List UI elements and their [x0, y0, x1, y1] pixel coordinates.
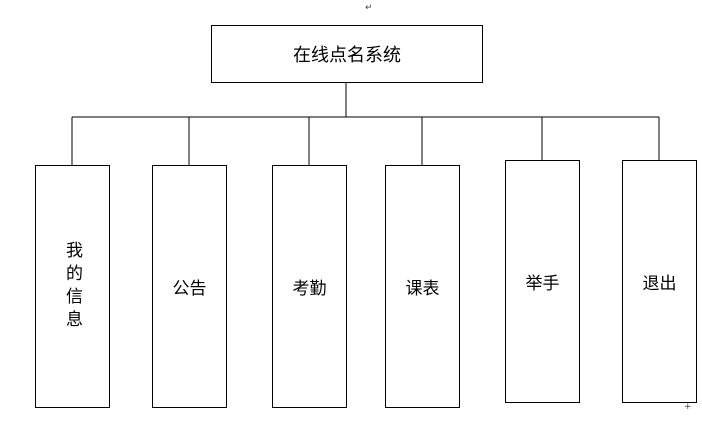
- child-node-attendance: 考勤: [272, 165, 347, 408]
- anchor-mark: +: [684, 402, 692, 412]
- child-node-my-info: 我的信息: [35, 165, 110, 408]
- root-node-label: 在线点名系统: [293, 45, 401, 66]
- paragraph-mark: ↵: [365, 3, 373, 13]
- child-node-raise-hand: 举手: [505, 160, 580, 403]
- child-node-label: 考勤: [292, 279, 327, 299]
- child-node-notice: 公告: [152, 165, 227, 408]
- child-node-label: 我的信息: [62, 240, 82, 333]
- child-node-label: 课表: [405, 279, 440, 299]
- child-node-exit: 退出: [622, 160, 697, 403]
- child-node-label: 公告: [172, 279, 207, 299]
- child-node-label: 举手: [525, 274, 560, 294]
- root-node: 在线点名系统: [211, 25, 483, 83]
- child-node-schedule: 课表: [385, 165, 460, 408]
- child-node-label: 退出: [642, 274, 677, 294]
